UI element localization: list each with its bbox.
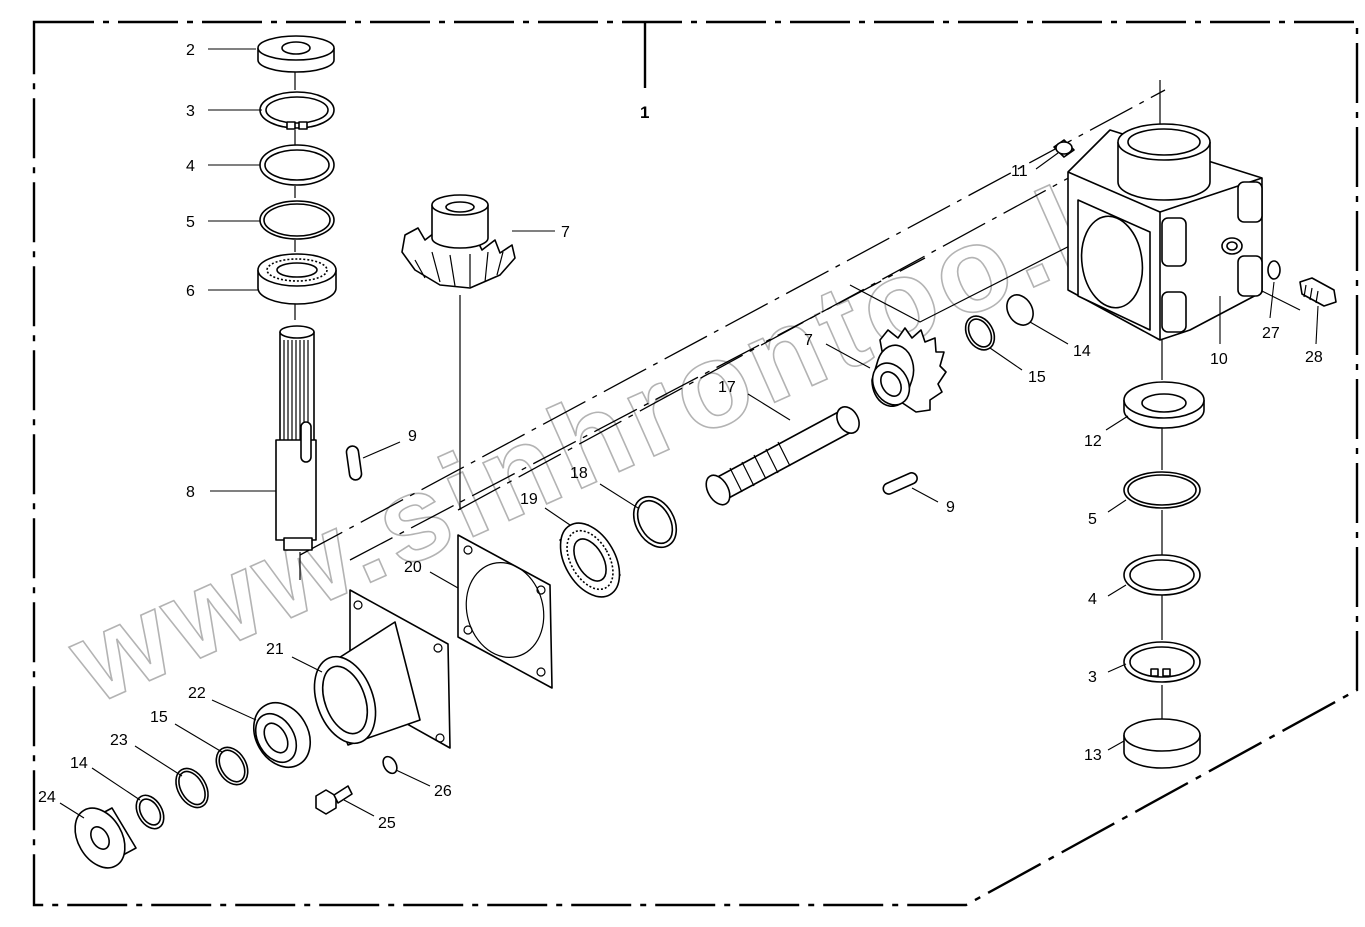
part-9-key-upper — [345, 445, 363, 481]
callout-5-lower: 5 — [1088, 511, 1097, 528]
part-5-ring-upper — [259, 200, 335, 240]
callout-6: 6 — [186, 283, 195, 300]
part-4-shim-upper — [259, 144, 335, 186]
callout-22: 22 — [188, 685, 206, 702]
callout-leaders — [59, 48, 1319, 819]
callout-10: 10 — [1210, 351, 1228, 368]
part-7-bevel-gear-top — [401, 194, 516, 289]
callout-3: 3 — [186, 103, 195, 120]
part-23-shim — [175, 767, 209, 809]
part-8-vertical-shaft — [275, 325, 317, 551]
part-14-circlip-left — [135, 794, 165, 830]
watermark: www.sinhrontoo.kz — [49, 118, 1200, 730]
part-22-bearing — [252, 702, 312, 768]
callout-18: 18 — [570, 465, 588, 482]
assembly-frame — [32, 20, 1359, 907]
callout-19: 19 — [520, 491, 538, 508]
callout-8: 8 — [186, 484, 195, 501]
callout-21: 21 — [266, 641, 284, 658]
callout-4-lower: 4 — [1088, 591, 1097, 608]
assembly-number: 1 — [640, 103, 649, 122]
part-14-circlip-right — [1006, 294, 1034, 326]
part-28-breather-plug — [1299, 277, 1337, 307]
part-20-gasket — [457, 534, 553, 689]
callout-3-lower: 3 — [1088, 669, 1097, 686]
part-3-circlip-lower — [1123, 641, 1201, 683]
callout-26: 26 — [434, 783, 452, 800]
callout-23: 23 — [110, 732, 128, 749]
part-24-thrust-washer — [74, 807, 137, 869]
part-4-shim-lower — [1123, 554, 1201, 596]
part-21-flange-cover — [313, 589, 451, 749]
callout-9-upper: 9 — [408, 428, 417, 445]
part-13-cover-cap — [1123, 718, 1201, 769]
part-15-ring-right — [964, 315, 996, 351]
callout-7-horizontal: 7 — [804, 332, 813, 349]
callout-9-lower: 9 — [946, 499, 955, 516]
callout-11: 11 — [1011, 163, 1028, 180]
part-25-bolt — [315, 785, 353, 815]
callout-12: 12 — [1084, 433, 1102, 450]
callout-20: 20 — [404, 559, 422, 576]
watermark-text: www.sinhrontoo.kz — [50, 119, 1199, 729]
callout-17: 17 — [718, 379, 736, 396]
part-15-ring-left — [215, 746, 249, 786]
callout-27: 27 — [1262, 325, 1280, 342]
part-7-bevel-gear-horizontal — [871, 327, 947, 413]
callout-2: 2 — [186, 42, 195, 59]
callout-4: 4 — [186, 158, 195, 175]
callout-14-right: 14 — [1073, 343, 1091, 360]
part-26-lock-washer — [382, 755, 398, 775]
part-27-seal-washer — [1267, 260, 1281, 280]
part-17-splined-shaft — [705, 406, 860, 506]
callout-28: 28 — [1305, 349, 1323, 366]
callout-labels: 2 3 4 5 6 8 9 7 7 10 11 12 13 14 15 17 1… — [38, 42, 1323, 832]
part-11-plug — [1053, 139, 1075, 158]
part-2-thrust-washer — [257, 35, 335, 73]
callout-14-left: 14 — [70, 755, 88, 772]
callout-15-left: 15 — [150, 709, 168, 726]
callout-25: 25 — [378, 815, 396, 832]
callout-7-top: 7 — [561, 224, 570, 241]
callout-13: 13 — [1084, 747, 1102, 764]
part-6-bearing-upper — [257, 253, 337, 305]
part-3-circlip-upper — [259, 91, 335, 130]
part-18-ring — [632, 495, 678, 549]
part-10-gearbox-housing — [1067, 123, 1263, 341]
callout-15-right: 15 — [1028, 369, 1046, 386]
callout-24: 24 — [38, 789, 56, 806]
callout-5: 5 — [186, 214, 195, 231]
part-12-bearing-lower — [1123, 381, 1205, 429]
part-5-ring-lower — [1123, 471, 1201, 509]
part-9-key-lower — [882, 472, 918, 495]
part-19-bearing — [559, 522, 621, 598]
